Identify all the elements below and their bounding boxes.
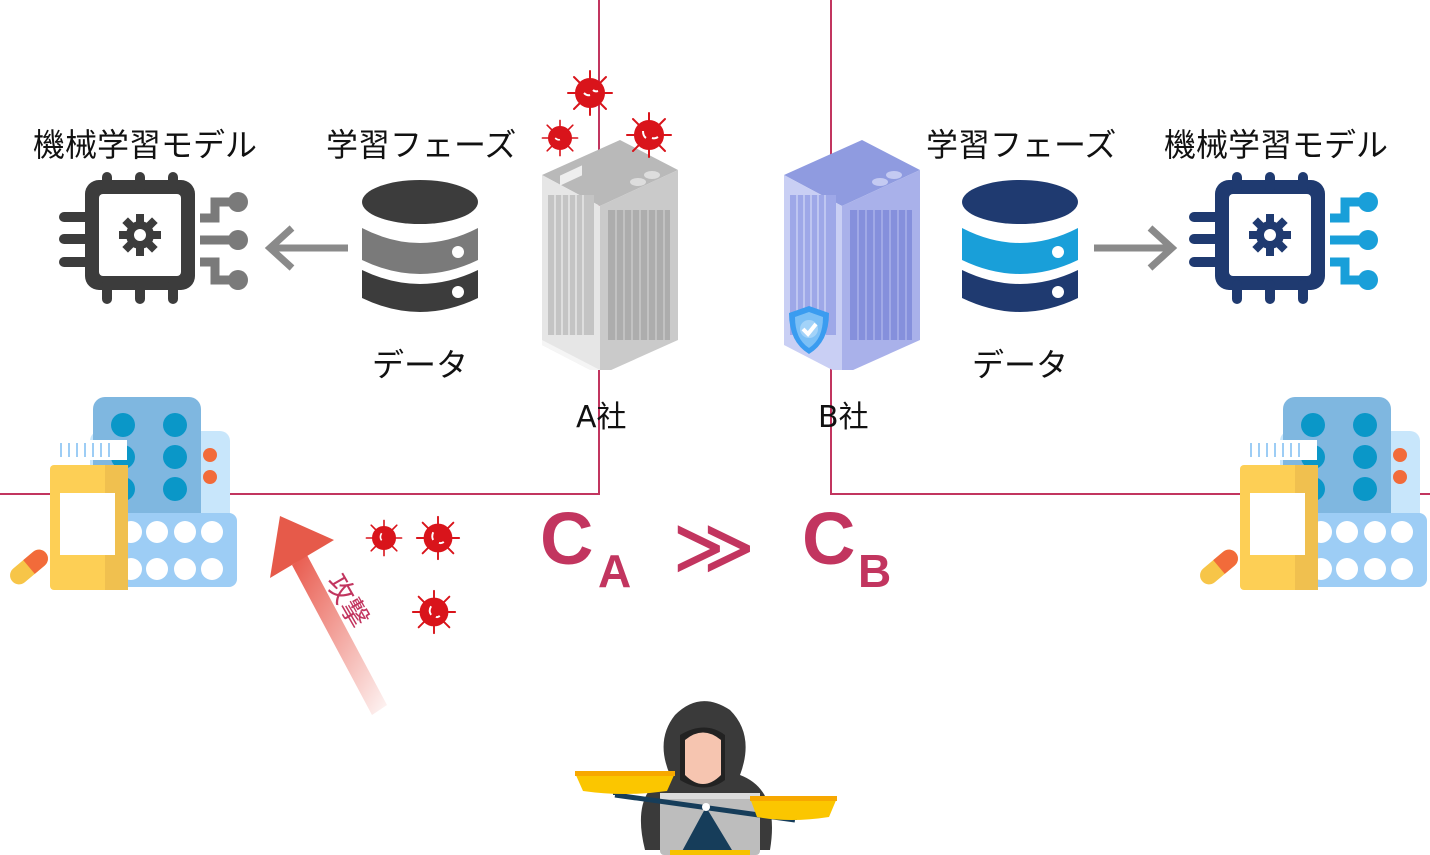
company-b-model-label: 機械学習モデル: [1164, 126, 1389, 164]
virus-icon: [624, 110, 674, 160]
arrow-left-icon: [262, 225, 350, 271]
chip-gear-icon: [1185, 172, 1385, 314]
much-greater-operator: ≫: [672, 502, 756, 591]
cost-a-symbol: C: [540, 497, 594, 580]
medicine-icon: [1195, 395, 1430, 590]
company-b-phase-label: 学習フェーズ: [926, 126, 1117, 164]
company-b-data-label: データ: [972, 346, 1069, 384]
company-a-data-label: データ: [372, 346, 469, 384]
arrow-right-icon: [1092, 225, 1180, 271]
medicine-icon: [5, 395, 240, 590]
company-a-phase-label: 学習フェーズ: [326, 126, 517, 164]
company-a-model-label: 機械学習モデル: [33, 126, 258, 164]
chip-gear-icon: [55, 172, 255, 314]
virus-icon: [410, 588, 458, 636]
shield-check-icon: [786, 304, 832, 356]
database-icon: [960, 180, 1080, 320]
cost-b-symbol: C: [802, 497, 856, 580]
cost-b-subscript: B: [858, 545, 892, 597]
virus-icon: [540, 118, 580, 158]
hooded-hacker-icon: [575, 695, 840, 855]
database-icon: [360, 180, 480, 320]
virus-icon: [364, 518, 404, 558]
virus-icon: [414, 514, 462, 562]
company-a-name: A社: [576, 400, 627, 435]
office-building-icon: [540, 140, 680, 370]
company-b-name: B社: [818, 400, 869, 435]
attack-arrow-icon: [262, 510, 402, 720]
cost-a-subscript: A: [598, 545, 632, 597]
virus-icon: [565, 68, 615, 118]
